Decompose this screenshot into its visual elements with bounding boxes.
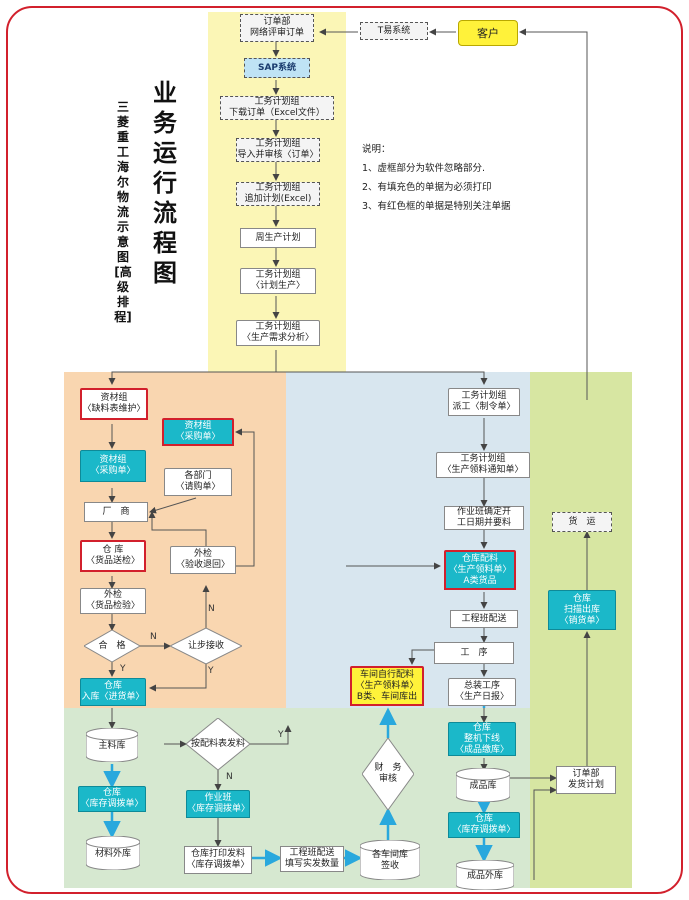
node-pick-a-class: 仓库配料 〈生产领料单〉 A类货品 — [444, 550, 516, 594]
node-customer: 客户 — [458, 20, 518, 46]
note-item: 3、有红色框的单据是特别关注单据 — [362, 201, 511, 212]
edge — [533, 786, 557, 880]
node-order-review: 订单部 网络评审订单 — [240, 14, 314, 42]
edge-label-n: N — [208, 604, 215, 614]
node-scan-out: 仓库 扫描出库 〈销货单〉 — [548, 590, 616, 635]
node-receiving: 仓库 入库〈进货单〉 — [80, 678, 146, 711]
db-finished-warehouse — [456, 768, 510, 802]
node-material-outer: 材料外库 — [94, 848, 131, 859]
edge — [228, 428, 255, 567]
node-import-check: 工务计划组 导入并审核〈订单〉 — [236, 138, 320, 162]
node-shift-transfer: 作业班 〈库存调拨单〉 — [186, 790, 250, 823]
edge — [108, 350, 277, 385]
node-reject-return: 外检 〈验收退回〉 — [170, 546, 236, 579]
node-fill-quantity: 工程班配送 填写实发数量 — [280, 846, 344, 872]
node-self-pick: 车间自行配料 〈生产领料单〉 B类、车间库出 — [350, 666, 424, 710]
notes-heading: 说明： — [362, 144, 391, 155]
node-main-warehouse: 主料库 — [98, 740, 126, 751]
decision-concession-label: 让步接收 — [187, 640, 224, 651]
node-finished-warehouse: 成品库 — [469, 780, 497, 791]
node-ship-plan: 订单部 发货计划 — [556, 766, 616, 794]
node-confirm-date: 作业班确定开 工日期并要料 — [444, 506, 524, 530]
node-process: 工 序 — [434, 642, 514, 664]
node-append-plan: 工务计划组 追加计划(Excel) — [236, 182, 320, 206]
edge-label-y: Y — [208, 666, 214, 676]
decision-finance-label: 财 务 审核 — [374, 763, 402, 784]
page-border — [6, 6, 683, 894]
edge — [149, 497, 197, 514]
note-item: 2、有填充色的单据为必须打印 — [362, 182, 492, 193]
decision-qualified — [84, 630, 140, 662]
edge-label-n: N — [226, 772, 233, 782]
db-main-warehouse — [86, 728, 138, 762]
node-workshop-sign: 各车间库 签收 — [371, 850, 408, 871]
node-stock-transfer-1: 仓库 〈库存调拨单〉 — [78, 786, 146, 817]
node-material-notice: 工务计划组 〈生产领料通知单〉 — [436, 452, 530, 483]
page-subtitle: 三菱重工海尔物流示意图[高级排程] — [114, 100, 132, 324]
node-print-issue: 仓库打印发料 〈库存调拨单〉 — [184, 846, 252, 874]
node-dispatch-work: 工务计划组 派工〈制令单〉 — [448, 388, 520, 421]
edge-label-n: N — [150, 632, 157, 642]
edge — [519, 28, 588, 400]
node-final-assembly: 总装工序 〈生产日报〉 — [448, 678, 516, 711]
edge-label-y: Y — [278, 730, 284, 740]
node-engineering-delivery: 工程班配送 — [450, 610, 518, 628]
node-sap-system: SAP系统 — [244, 58, 310, 78]
node-shortage-maintenance: 资材组 〈缺料表维护〉 — [80, 388, 148, 424]
note-item: 1、虚框部分为软件忽略部分. — [362, 163, 486, 174]
node-purchase-order-red: 资材组 〈采购单〉 — [162, 418, 234, 450]
db-workshop-sign — [360, 840, 420, 880]
decision-concession — [170, 628, 242, 664]
node-warehouse-inspection: 仓 库 〈货品送检〉 — [80, 540, 146, 576]
node-department-requisition: 各部门 〈请购单〉 — [164, 468, 232, 501]
zone-shipping — [530, 372, 632, 888]
decision-dispatch — [186, 718, 250, 770]
legend-notes: 说明： 1、虚框部分为软件忽略部分. 2、有填充色的单据为必须打印 3、有红色框… — [362, 140, 511, 216]
edge — [149, 664, 207, 692]
node-freight: 货 运 — [552, 512, 612, 532]
decision-dispatch-label: 按配料表发料 — [190, 738, 245, 749]
node-weekly-plan: 周生产计划 — [240, 228, 316, 248]
edge — [148, 511, 207, 546]
node-outer-inspection: 外检 〈货品检验〉 — [80, 588, 146, 619]
edge — [408, 649, 434, 665]
db-material-outer — [86, 836, 140, 870]
node-finished-outer: 成品外库 — [466, 870, 503, 881]
edge — [250, 725, 292, 745]
decision-qualified-label: 合 格 — [98, 640, 126, 651]
edge-label-y: Y — [120, 664, 126, 674]
node-demand-analysis: 工务计划组 〈生产需求分析〉 — [236, 320, 320, 351]
page-title: 业务运行流程图 — [153, 79, 177, 287]
decision-finance — [362, 738, 414, 810]
node-vendor: 厂 商 — [84, 502, 148, 522]
db-finished-outer — [456, 860, 514, 890]
edge — [276, 371, 488, 385]
node-stock-transfer-2: 仓库 〈库存调拨单〉 — [448, 812, 520, 843]
node-finished-in: 仓库 整机下线 〈成品缴库〉 — [448, 722, 516, 761]
node-plan-production: 工务计划组 〈计划生产〉 — [240, 268, 316, 299]
node-trade-system: T易系统 — [360, 22, 428, 40]
node-purchase-order: 资材组 〈采购单〉 — [80, 450, 146, 487]
node-download-order: 工务计划组 下载订单（Excel文件） — [220, 96, 334, 120]
